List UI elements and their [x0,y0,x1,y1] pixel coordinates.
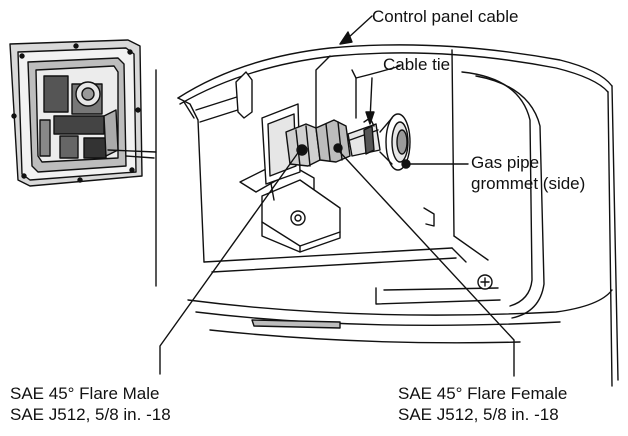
label-gas-pipe-line1: Gas pipe [471,153,540,172]
label-flare-male: SAE 45° Flare Male SAE J512, 5/8 in. -18 [10,383,171,425]
label-flare-male-line2: SAE J512, 5/8 in. -18 [10,405,171,424]
label-control-panel-cable: Control panel cable [372,7,519,26]
unit-cabinet [177,44,619,387]
inset-unit-thumbnail [9,39,157,287]
label-flare-female-line2: SAE J512, 5/8 in. -18 [398,405,559,424]
label-flare-male-line1: SAE 45° Flare Male [10,384,160,403]
label-gas-pipe-grommet: Gas pipe grommet (side) [471,152,585,194]
label-flare-female-line1: SAE 45° Flare Female [398,384,568,403]
label-cable-tie: Cable tie [383,55,451,74]
bracket [239,167,341,253]
gas-pipe-assembly [261,65,411,185]
label-gas-pipe-line2: grommet (side) [471,174,586,193]
callout-leaders [159,15,515,377]
label-flare-female: SAE 45° Flare Female SAE J512, 5/8 in. -… [398,383,567,425]
